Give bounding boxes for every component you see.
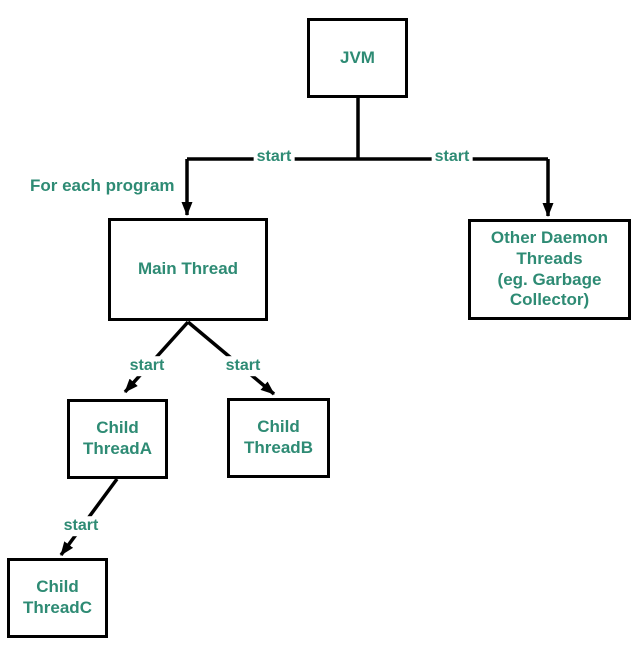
edge-label-start-child-a: start bbox=[126, 356, 168, 376]
child-a-label-line1: Child bbox=[96, 418, 139, 438]
edge-jvm-trunk bbox=[187, 97, 548, 161]
node-jvm: JVM bbox=[307, 18, 408, 98]
daemon-label-line1: Other Daemon bbox=[490, 228, 609, 248]
edge-label-start-child-b: start bbox=[222, 356, 264, 376]
child-a-label-line2: ThreadA bbox=[83, 439, 152, 458]
daemon-label-line3: (eg. Garbage bbox=[497, 269, 602, 289]
node-child-thread-c: Child ThreadC bbox=[7, 558, 108, 638]
for-each-program-label: For each program bbox=[30, 176, 175, 195]
edge-label-start-child-c: start bbox=[60, 516, 102, 536]
daemon-label-line2: Threads bbox=[516, 248, 583, 268]
child-b-label-line1: Child bbox=[257, 417, 300, 437]
node-child-thread-b: Child ThreadB bbox=[227, 398, 330, 478]
node-other-daemon-threads: Other Daemon Threads (eg. Garbage Collec… bbox=[468, 219, 631, 320]
child-c-label-line2: ThreadC bbox=[23, 598, 92, 617]
node-jvm-label: JVM bbox=[340, 47, 375, 67]
child-c-label-line1: Child bbox=[36, 577, 79, 597]
daemon-label-line4: Collector) bbox=[509, 290, 590, 310]
edge-label-start-daemon: start bbox=[431, 147, 473, 167]
node-main-thread: Main Thread bbox=[108, 218, 268, 321]
node-child-thread-a: Child ThreadA bbox=[67, 399, 168, 479]
child-b-label-line2: ThreadB bbox=[244, 438, 313, 457]
node-main-thread-label: Main Thread bbox=[137, 259, 239, 279]
edge-label-start-main: start bbox=[253, 147, 295, 167]
